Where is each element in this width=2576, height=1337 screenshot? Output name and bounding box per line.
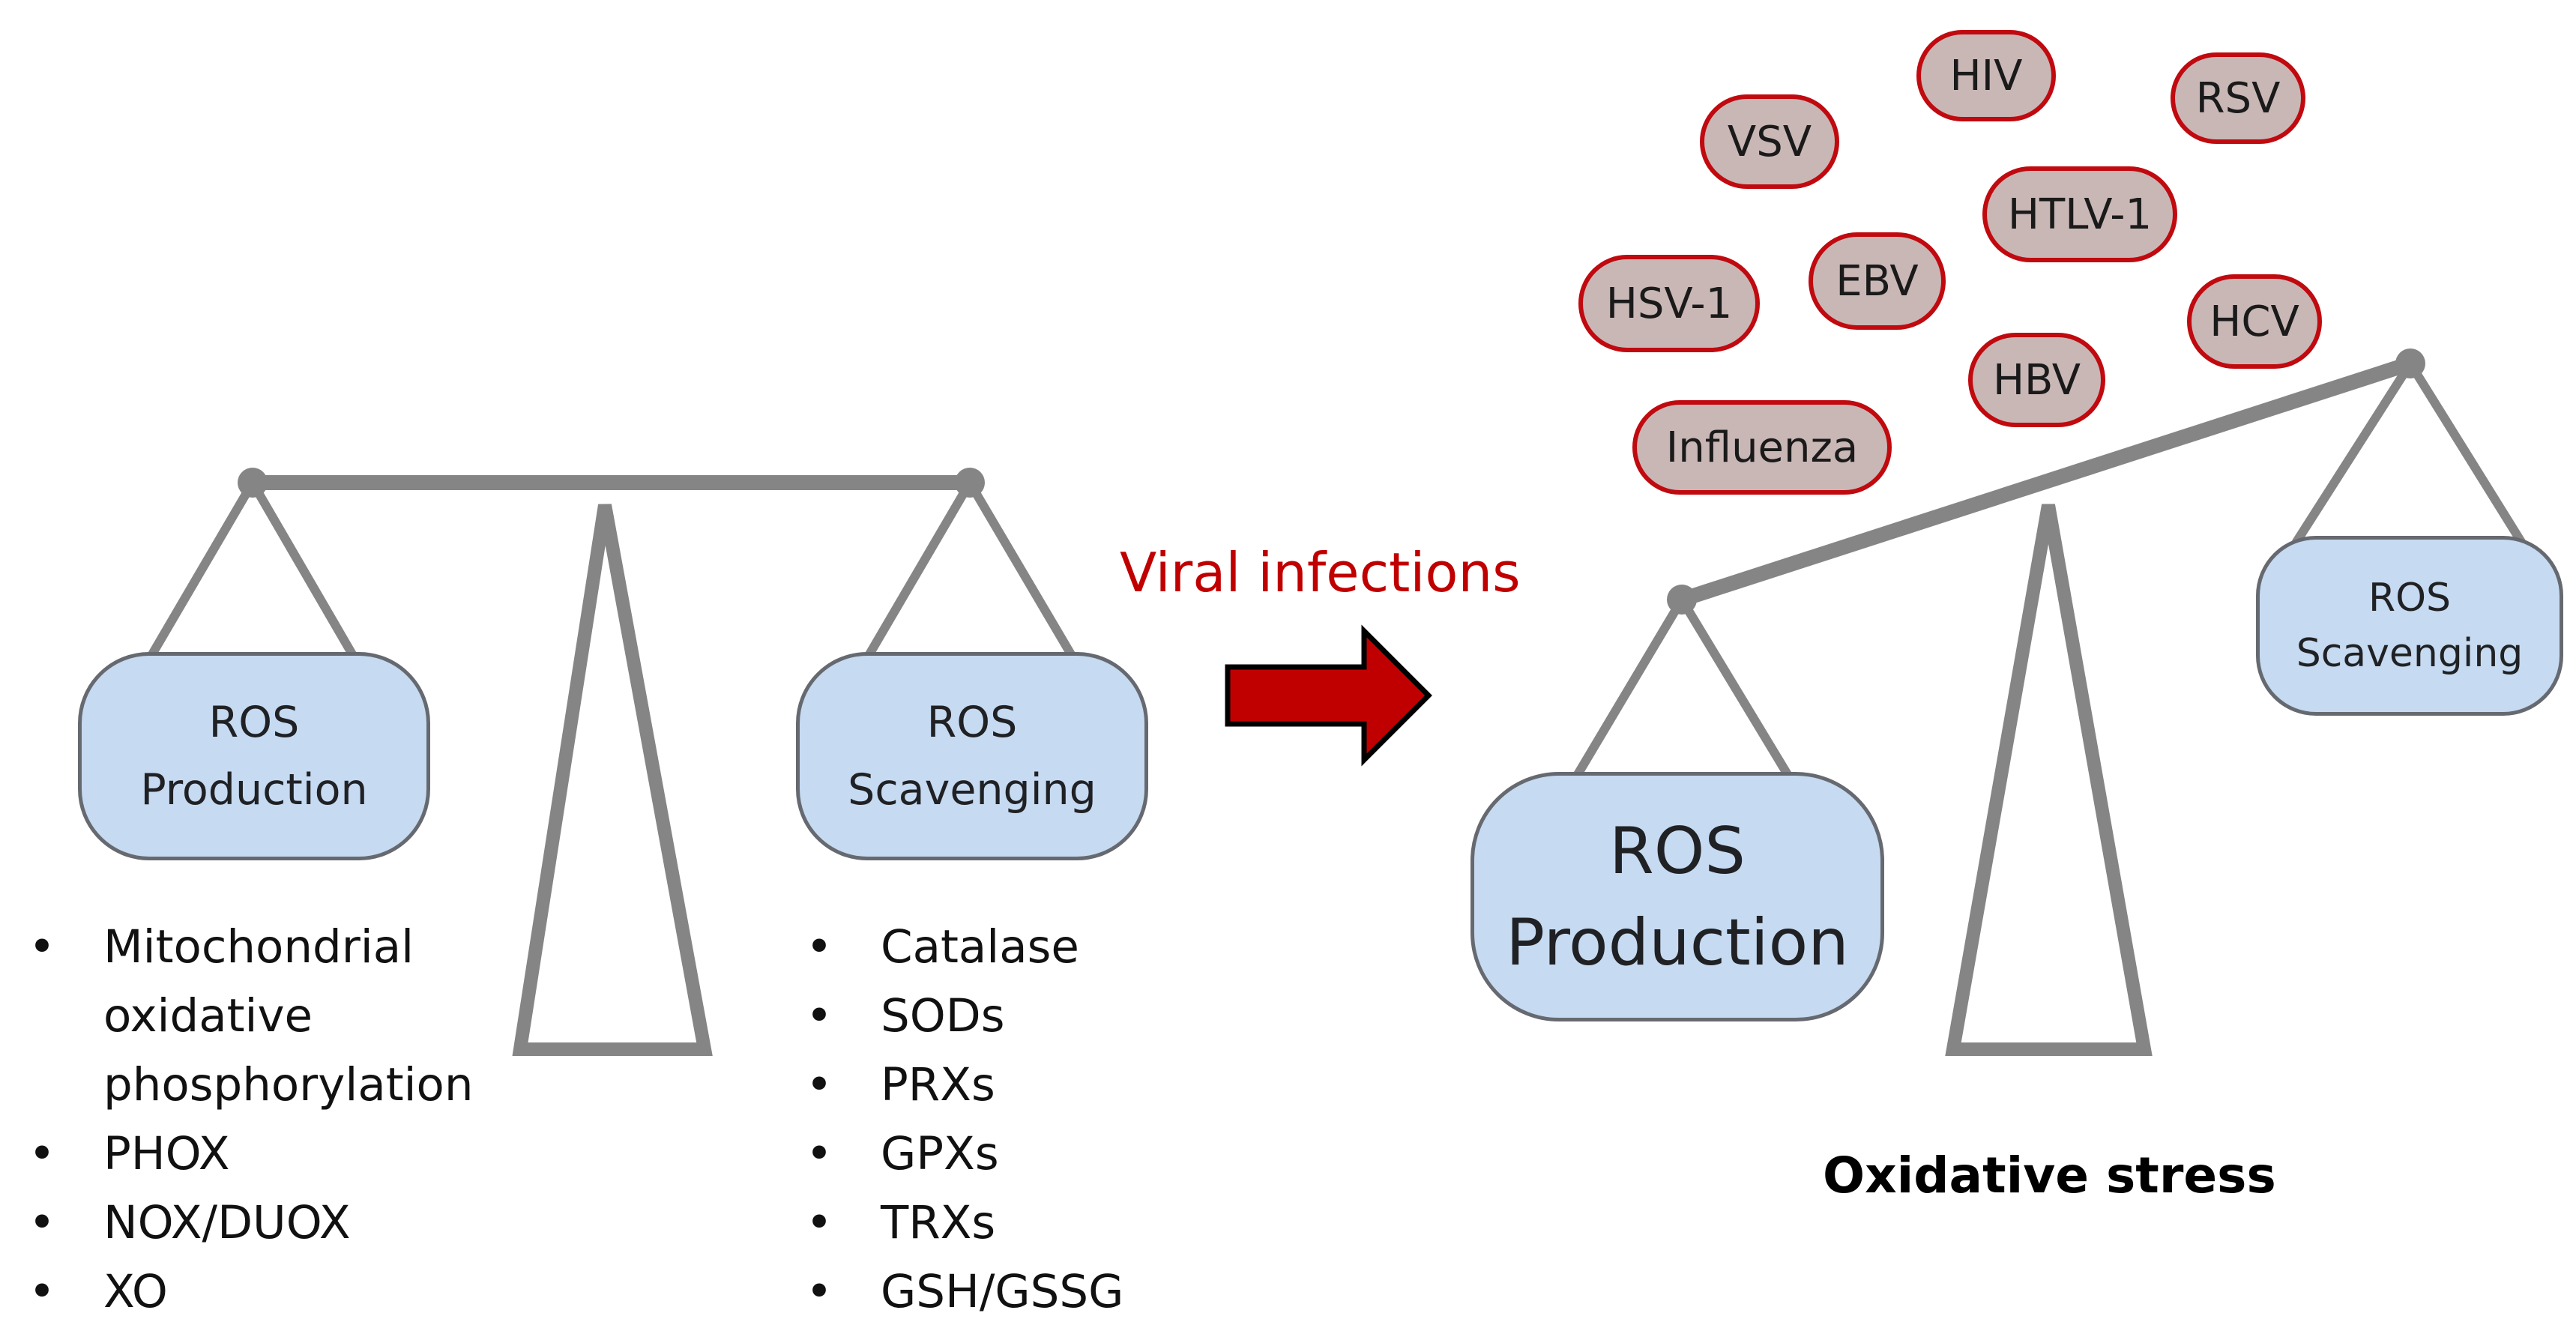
- left-ros-production-pan: ROS Production: [78, 652, 430, 860]
- list-item: SODs: [806, 982, 1225, 1051]
- right-pan-string-left: [860, 478, 974, 668]
- left-scale-stand: [512, 504, 713, 1056]
- low-pan-string-left: [1572, 595, 1686, 780]
- virus-badge-hbv: HBV: [1968, 333, 2105, 427]
- oxidative-stress-caption: Oxidative stress: [1823, 1147, 2276, 1204]
- viral-infection-arrow: [1225, 624, 1432, 767]
- left-scale-pivot-left: [238, 468, 268, 498]
- list-item: PHOX: [28, 1120, 508, 1189]
- virus-badge-ebv: EBV: [1809, 232, 1946, 330]
- right-pan-string-right: [965, 478, 1081, 668]
- pan-line-2: Production: [1506, 905, 1849, 980]
- list-item: TRXs: [806, 1189, 1225, 1258]
- pan-line-1: ROS: [1608, 813, 1746, 889]
- right-ros-scavenging-pan: ROS Scavenging: [2256, 536, 2563, 716]
- high-pan-string-right: [2406, 359, 2526, 546]
- ros-scavengers-list: Catalase SODs PRXs GPXs TRXs GSH/GSSG: [806, 913, 1225, 1327]
- virus-badge-hsv-1: HSV-1: [1578, 255, 1760, 352]
- virus-badge-hiv: HIV: [1916, 30, 2056, 121]
- list-item: Mitochondrial oxidative phosphorylation: [28, 913, 508, 1120]
- right-scale: [1572, 348, 2526, 1056]
- pan-line-2: Scavenging: [848, 765, 1097, 815]
- left-scale-pivot-right: [955, 468, 985, 498]
- right-ros-production-pan: ROS Production: [1471, 772, 1884, 1021]
- virus-badge-vsv: VSV: [1700, 94, 1839, 189]
- pan-line-1: ROS: [208, 698, 300, 747]
- virus-badge-rsv: RSV: [2171, 52, 2305, 144]
- virus-badge-hcv: HCV: [2187, 274, 2322, 369]
- right-scale-beam: [1674, 356, 2418, 607]
- list-item: GSH/GSSG: [806, 1258, 1225, 1327]
- pan-line-2: Scavenging: [2296, 631, 2524, 676]
- right-scale-pivot-left: [1667, 585, 1697, 615]
- list-item: XO: [28, 1258, 508, 1327]
- left-ros-scavenging-pan: ROS Scavenging: [796, 652, 1148, 860]
- pan-line-1: ROS: [926, 698, 1018, 747]
- list-item: NOX/DUOX: [28, 1189, 508, 1258]
- left-scale: [142, 468, 1081, 1056]
- left-pan-string-left: [142, 478, 257, 668]
- list-item: PRXs: [806, 1051, 1225, 1120]
- virus-badge-htlv-1: HTLV-1: [1982, 166, 2177, 262]
- list-item: Catalase: [806, 913, 1225, 982]
- ros-production-sources-list: Mitochondrial oxidative phosphorylation …: [28, 913, 508, 1327]
- right-scale-pivot-right: [2395, 348, 2425, 378]
- high-pan-string-left: [2292, 359, 2415, 546]
- list-item: GPXs: [806, 1120, 1225, 1189]
- right-scale-stand: [1945, 504, 2153, 1056]
- left-pan-string-right: [248, 478, 362, 668]
- pan-line-2: Production: [140, 765, 368, 815]
- low-pan-string-right: [1677, 595, 1793, 780]
- viral-infections-label: Viral infections: [1120, 541, 1521, 604]
- pan-line-1: ROS: [2368, 576, 2452, 621]
- virus-badge-influenza: Influenza: [1632, 400, 1892, 495]
